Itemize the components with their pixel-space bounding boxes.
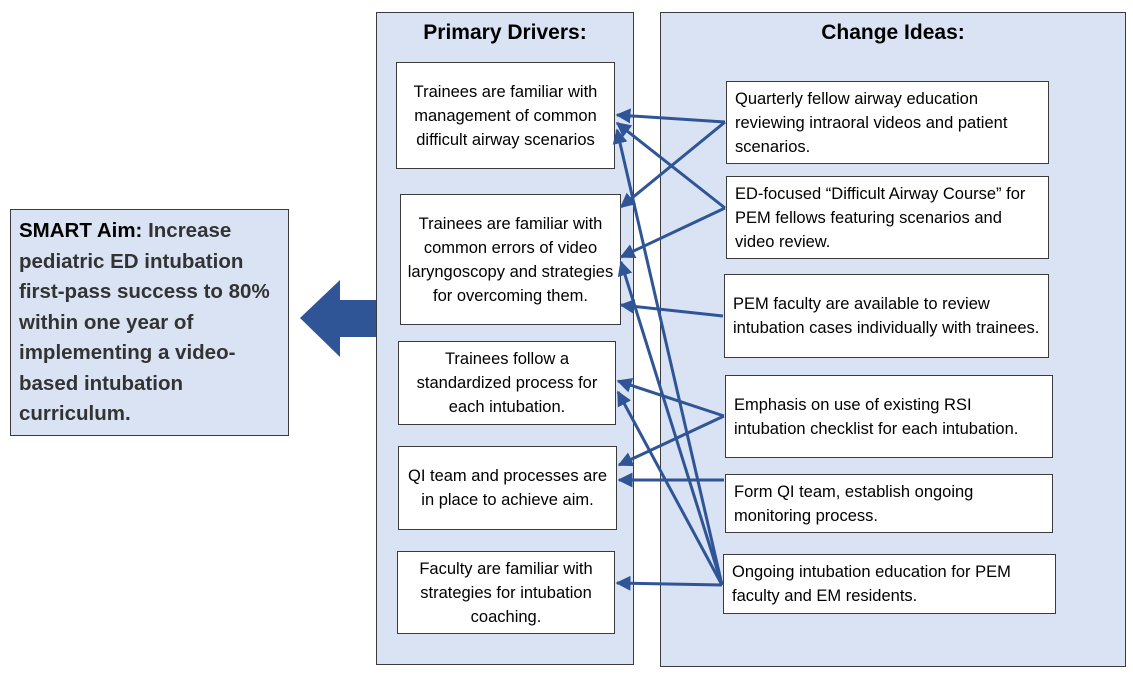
connector-idea1-driver1 <box>615 108 726 124</box>
primary-driver-4: QI team and processes are in place to ac… <box>398 446 617 530</box>
connector-idea6-driver2 <box>617 260 724 586</box>
change-idea-3: PEM faculty are available to review intu… <box>724 274 1049 358</box>
change-idea-4: Emphasis on use of existing RSI intubati… <box>725 375 1053 458</box>
aim-arrow <box>300 280 377 357</box>
primary-driver-2: Trainees are familiar with common errors… <box>400 194 621 325</box>
connector-idea2-driver1 <box>615 121 726 210</box>
smart-aim-box: SMART Aim: Increase pediatric ED intubat… <box>10 209 289 436</box>
connector-idea2-driver2 <box>619 206 726 259</box>
primary-driver-3: Trainees follow a standardized process f… <box>398 341 616 425</box>
change-ideas-title: Change Ideas: <box>821 21 965 44</box>
connector-idea1-driver2 <box>619 120 726 209</box>
primary-drivers-title: Primary Drivers: <box>423 21 587 44</box>
connector-idea6-driver5 <box>615 575 723 591</box>
connector-idea4-driver3 <box>616 378 725 418</box>
smart-aim-text: Increase pediatric ED intubation first-p… <box>19 219 270 425</box>
change-idea-6: Ongoing intubation education for PEM fac… <box>723 554 1056 614</box>
change-idea-2: ED-focused “Difficult Airway Course” for… <box>726 176 1049 259</box>
connector-idea4-driver4 <box>617 414 725 467</box>
connector-idea3-driver2 <box>619 298 724 318</box>
connector-idea6-driver3 <box>616 390 724 586</box>
change-idea-5: Form QI team, establish ongoing monitori… <box>725 474 1053 533</box>
change-idea-1: Quarterly fellow airway education review… <box>726 81 1049 164</box>
primary-driver-5: Faculty are familiar with strategies for… <box>397 551 615 634</box>
smart-aim-label: SMART Aim: <box>19 219 149 242</box>
connector-idea6-driver1 <box>612 128 724 586</box>
primary-driver-1: Trainees are familiar with management of… <box>396 62 615 169</box>
